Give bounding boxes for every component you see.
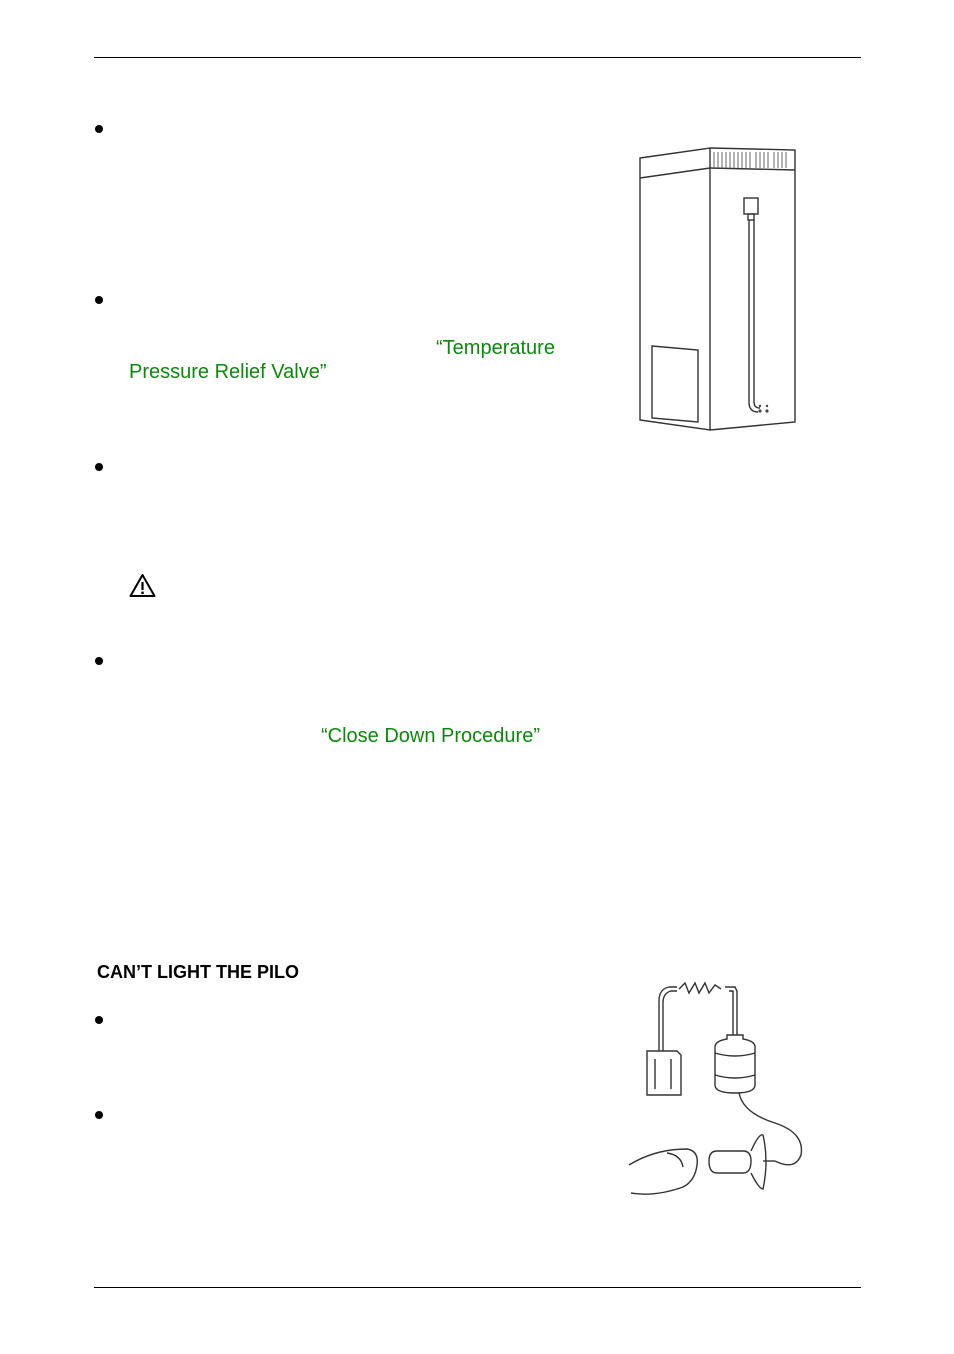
footer-rule [94, 1287, 861, 1288]
warning-triangle-icon [129, 574, 156, 597]
bullet-5 [95, 1016, 103, 1024]
header-rule [94, 57, 861, 58]
close-down-procedure-link[interactable]: “Close Down Procedure” [321, 725, 540, 747]
bullet-4 [95, 657, 103, 665]
bullet-6 [95, 1111, 103, 1119]
water-heater-illustration [639, 147, 796, 431]
piezo-igniter-illustration [628, 981, 803, 1195]
tpr-valve-link-line1[interactable]: “Temperature [436, 337, 555, 359]
bullet-3 [95, 463, 103, 471]
tpr-valve-link-line2[interactable]: Pressure Relief Valve” [129, 361, 327, 383]
bullet-2 [95, 296, 103, 304]
bullet-1 [95, 125, 103, 133]
section-heading: CAN’T LIGHT THE PILO [97, 962, 299, 982]
